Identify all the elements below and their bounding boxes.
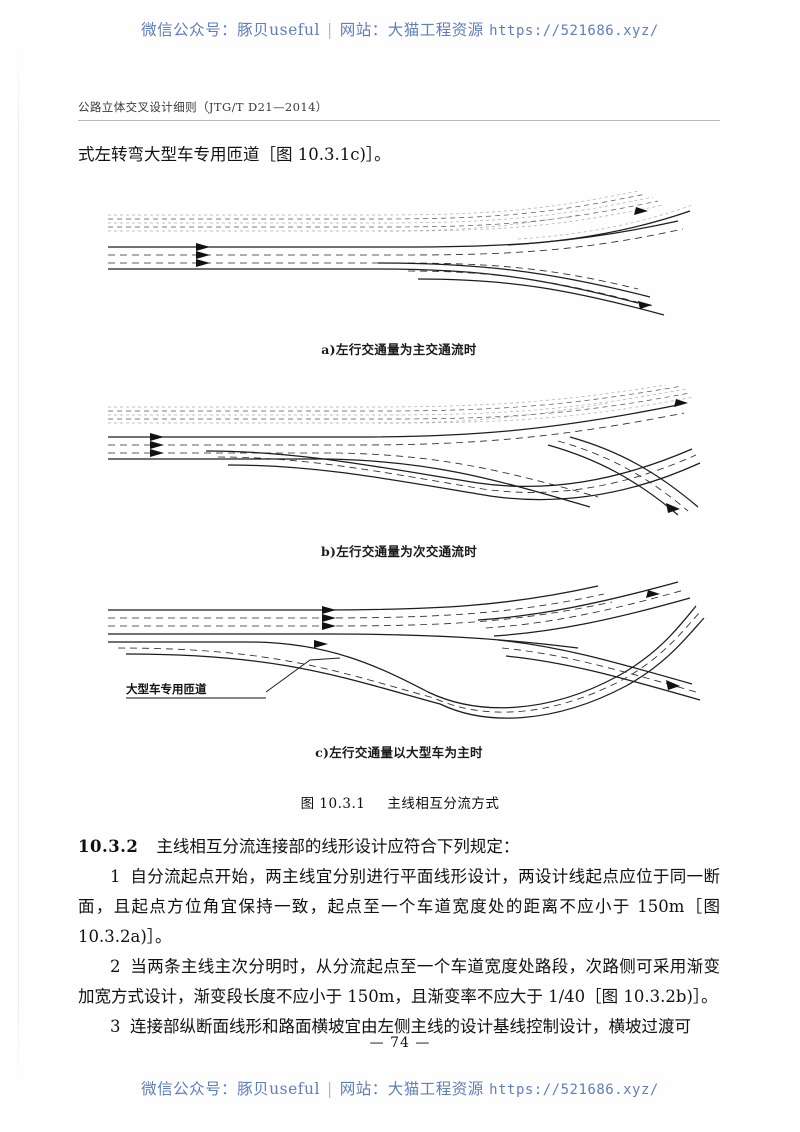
section-number: 10.3.2 xyxy=(78,837,139,856)
section-heading: 10.3.2 主线相互分流连接部的线形设计应符合下列规定： xyxy=(78,832,720,862)
figure-caption-b: b)左行交通量为次交通流时 xyxy=(320,544,478,559)
section-heading-text: 主线相互分流连接部的线形设计应符合下列规定： xyxy=(156,837,520,856)
diagram-a-svg xyxy=(108,190,693,316)
watermark-wechat-name: 豚贝useful xyxy=(237,21,320,39)
item-number-2: 2 xyxy=(110,957,121,976)
inline-label-truck-ramp: 大型车专用匝道 xyxy=(126,682,207,696)
bottom-watermark: 微信公众号：豚贝useful | 网站：大猫工程资源 https://521686.… xyxy=(0,1077,800,1099)
diagram-b-svg xyxy=(108,385,701,516)
watermark-wechat-name-bottom: 豚贝useful xyxy=(237,1080,320,1098)
figure-10-3-1c: 大型车专用匝道 c)左行交通量以大型车为主时 xyxy=(78,580,720,761)
lead-paragraph: 式左转弯大型车专用匝道［图 10.3.1c)］。 xyxy=(78,145,391,164)
watermark-site-name: 大猫工程资源 xyxy=(387,21,484,39)
diagram-c-svg: 大型车专用匝道 xyxy=(108,581,705,719)
item-number-3: 3 xyxy=(110,1017,121,1036)
page-edge-shadow xyxy=(18,46,19,1086)
figure-10-3-1b: b)左行交通量为次交通流时 xyxy=(78,385,720,560)
figure-title-number: 图 10.3.1 xyxy=(300,796,366,812)
figure-caption-a: a)左行交通量为主交通流时 xyxy=(321,342,477,357)
item-text-3: 连接部纵断面线形和路面横坡宜由左侧主线的设计基线控制设计，横坡过渡可 xyxy=(130,1017,691,1036)
figure-title-text: 主线相互分流方式 xyxy=(387,796,500,812)
header-rule xyxy=(78,120,720,121)
item-text-1: 自分流起点开始，两主线宜分别进行平面线形设计，两设计线起点应位于同一断面，且起点… xyxy=(78,867,720,946)
watermark-site-name-bottom: 大猫工程资源 xyxy=(387,1080,484,1098)
watermark-separator: | xyxy=(326,21,333,39)
page-number: — 74 — xyxy=(369,1035,431,1051)
top-watermark: 微信公众号：豚贝useful | 网站：大猫工程资源 https://521686.… xyxy=(0,18,800,40)
figure-caption-c: c)左行交通量以大型车为主时 xyxy=(315,745,483,760)
figure-10-3-1a: a)左行交通量为主交通流时 xyxy=(78,185,720,358)
watermark-wechat-label: 微信公众号： xyxy=(141,21,238,39)
section-item-3: 3 连接部纵断面线形和路面横坡宜由左侧主线的设计基线控制设计，横坡过渡可 xyxy=(78,1012,720,1042)
watermark-url: https://521686.xyz/ xyxy=(489,23,659,39)
item-number-1: 1 xyxy=(110,867,121,886)
item-text-2: 当两条主线主次分明时，从分流起点至一个车道宽度处路段，次路侧可采用渐变加宽方式设… xyxy=(78,957,720,1006)
watermark-url-bottom: https://521686.xyz/ xyxy=(489,1082,659,1098)
watermark-site-label: 网站： xyxy=(339,21,388,39)
running-header: 公路立体交叉设计细则（JTG/T D21—2014） xyxy=(78,100,328,114)
watermark-site-label-bottom: 网站： xyxy=(339,1080,388,1098)
watermark-separator-bottom: | xyxy=(326,1080,333,1098)
watermark-wechat-label-bottom: 微信公众号： xyxy=(141,1080,238,1098)
figure-title: 图 10.3.1 主线相互分流方式 xyxy=(0,792,800,812)
